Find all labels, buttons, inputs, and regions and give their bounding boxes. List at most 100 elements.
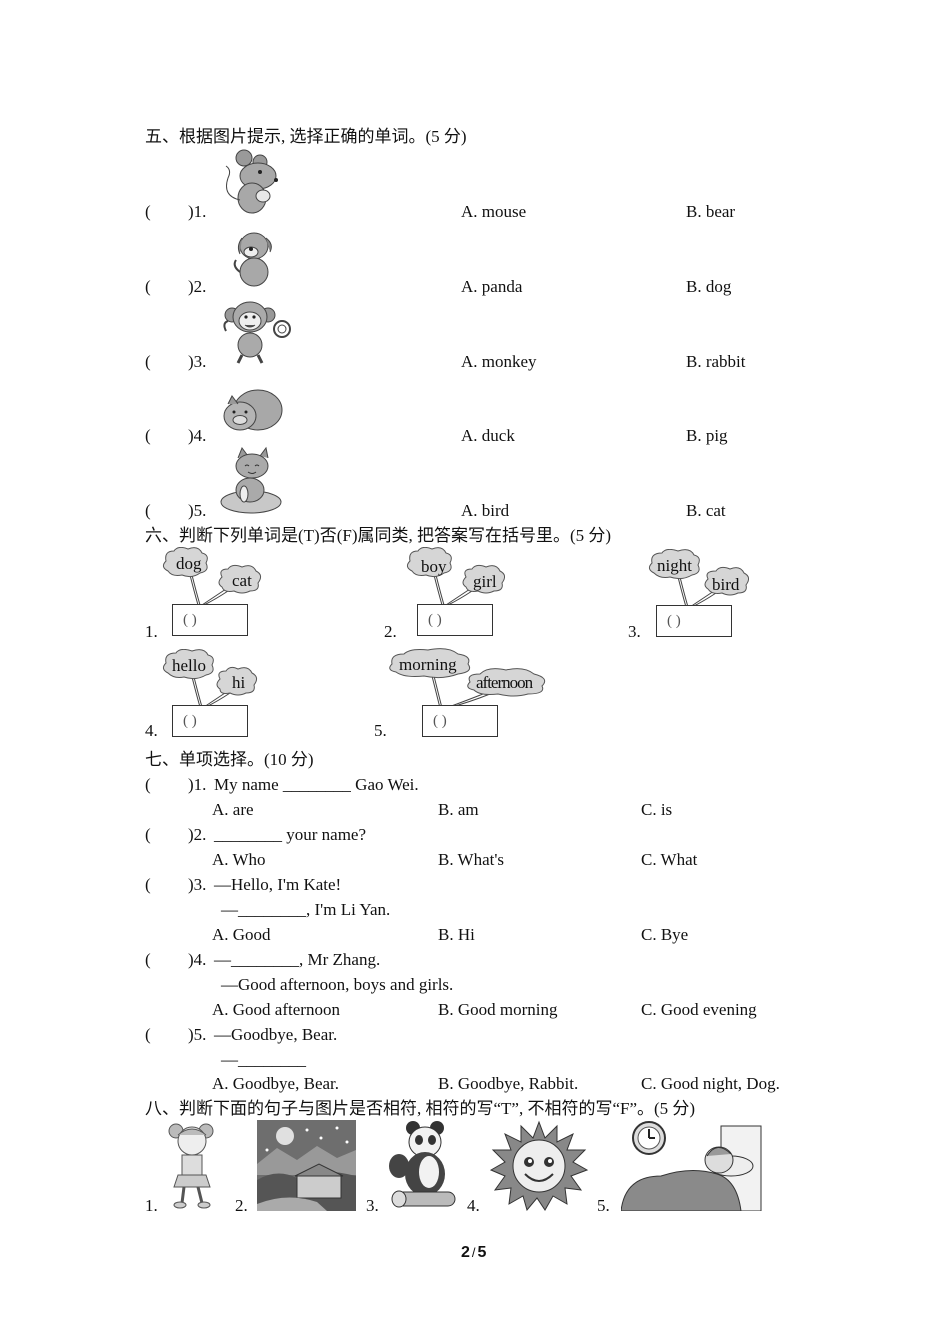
option-b: B. am [438,800,479,819]
dialogue-line-1: —________, Mr Zhang. [214,950,381,969]
option-a: A. are [212,800,254,819]
pig-picture [218,380,284,442]
page-indicator: 2/5 [461,1245,486,1261]
answer-paren-open: ( [145,950,151,969]
question-number: )4. [188,426,207,445]
option-c: C. Good night, Dog. [641,1074,780,1093]
option-b: B. Good morning [438,1000,558,1019]
section-5-title: 五、根据图片提示, 选择正确的单词。(5 分) [145,127,467,146]
answer-box-parens: ( ) [428,612,442,628]
item-number: 5. [374,721,387,740]
option-b: B. bear [686,202,736,221]
dialogue-line-1: —Goodbye, Bear. [214,1025,338,1044]
question-text: ________ your name? [214,825,367,844]
answer-box[interactable]: ( ) [422,705,498,737]
option-a: A. panda [461,277,523,296]
girl-walking-picture [162,1121,224,1211]
cloud-word-1: boy [421,557,447,576]
item-number: 4. [145,721,158,740]
item-number: 4. [467,1196,480,1215]
question-number: )2. [188,277,207,296]
cloud-word-1: night [657,556,692,575]
mouse-picture [218,148,284,216]
panda-picture [385,1120,459,1211]
option-a: A. Good [212,925,271,944]
item-number: 2. [384,622,397,641]
cloud-word-2: girl [473,572,497,591]
question-text: My name ________ Gao Wei. [214,775,419,794]
item-number: 5. [597,1196,610,1215]
section-6-title: 六、判断下列单词是(T)否(F)属同类, 把答案写在括号里。(5 分) [145,526,612,545]
option-a: A. Goodbye, Bear. [212,1074,340,1093]
question-number: )5. [188,1025,207,1044]
cloud-word-2: bird [712,575,740,594]
option-b: B. cat [686,501,726,520]
option-a: A. monkey [461,352,537,371]
answer-paren-open: ( [145,352,151,371]
answer-paren-open: ( [145,426,151,445]
page-separator: / [471,1245,476,1260]
answer-box[interactable]: ( ) [417,604,493,636]
word-clouds [404,547,514,607]
answer-box-parens: ( ) [667,613,681,629]
option-a: A. bird [461,501,510,520]
option-a: A. mouse [461,202,527,221]
item-number: 3. [628,622,641,641]
option-a: A. Who [212,850,266,869]
question-number: )1. [188,202,207,221]
question-number: )3. [188,352,207,371]
option-b: B. Goodbye, Rabbit. [438,1074,579,1093]
word-clouds [648,549,758,609]
cloud-word-1: dog [176,554,202,573]
option-b: B. dog [686,277,732,296]
item-number: 3. [366,1196,379,1215]
question-number: )1. [188,775,207,794]
answer-paren-open: ( [145,277,151,296]
page-current: 2 [461,1244,470,1261]
answer-box[interactable]: ( ) [172,604,248,636]
monkey-picture [218,297,294,367]
word-clouds [160,547,270,607]
cat-picture [218,446,284,516]
cloud-word-1: hello [172,656,206,675]
section-8-title: 八、判断下面的句子与图片是否相符, 相符的写“T”, 不相符的写“F”。(5 分… [145,1099,696,1118]
section-7-title: 七、单项选择。(10 分) [145,750,314,769]
option-c: C. Good evening [641,1000,757,1019]
answer-box[interactable]: ( ) [656,605,732,637]
girl-sleeping-picture [620,1120,764,1212]
answer-paren-open: ( [145,1025,151,1044]
question-number: )5. [188,501,207,520]
word-clouds [388,648,553,710]
option-b: B. pig [686,426,728,445]
option-b: B. What's [438,850,505,869]
dialogue-line-2: —________, I'm Li Yan. [221,900,391,919]
answer-box-parens: ( ) [183,612,197,628]
option-c: C. What [641,850,698,869]
answer-paren-open: ( [145,501,151,520]
option-c: C. is [641,800,673,819]
answer-box[interactable]: ( ) [172,705,248,737]
sun-picture [487,1120,591,1212]
answer-paren-open: ( [145,775,151,794]
night-house-picture [257,1120,356,1211]
cloud-word-1: morning [399,655,457,674]
item-number: 2. [235,1196,248,1215]
cloud-word-2: afternoon [476,673,533,692]
cloud-word-2: hi [232,673,246,692]
question-number: )3. [188,875,207,894]
option-c: C. Bye [641,925,689,944]
option-b: B. rabbit [686,352,746,371]
page-total: 5 [477,1244,487,1261]
question-number: )4. [188,950,207,969]
cloud-word-2: cat [232,571,252,590]
answer-paren-open: ( [145,202,151,221]
question-number: )2. [188,825,207,844]
option-b: B. Hi [438,925,475,944]
option-a: A. duck [461,426,515,445]
answer-box-parens: ( ) [183,713,197,729]
dialogue-line-2: —Good afternoon, boys and girls. [221,975,454,994]
item-number: 1. [145,622,158,641]
answer-paren-open: ( [145,875,151,894]
option-a: A. Good afternoon [212,1000,340,1019]
answer-paren-open: ( [145,825,151,844]
